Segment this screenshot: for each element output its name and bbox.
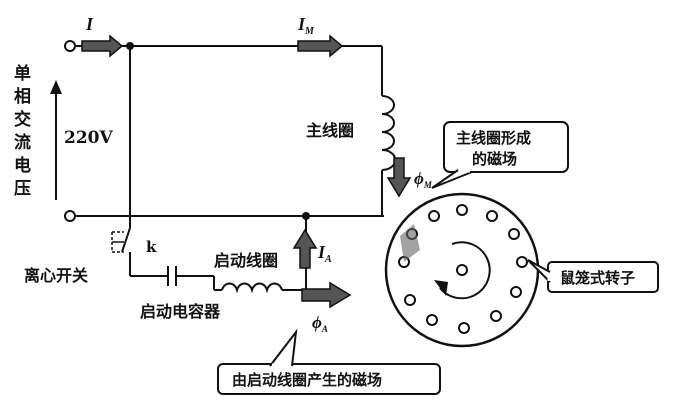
current-arrow-i xyxy=(81,34,124,58)
supply-char-0: 单 xyxy=(14,63,31,84)
callout-start-field: 由启动线圈产生的磁场 xyxy=(217,328,441,395)
current-arrow-im xyxy=(297,34,344,58)
callout-rotor-label: 鼠笼式转子 xyxy=(560,269,635,287)
start-coil-inductor xyxy=(221,282,283,294)
supply-voltage-label: 单 相 交 流 电 压 xyxy=(14,63,31,199)
start-capacitor-symbol xyxy=(167,266,177,286)
callout-main-field-line1: 主线圈形成 xyxy=(456,129,531,147)
supply-char-3: 流 xyxy=(14,132,31,153)
current-label-ia-main: I xyxy=(317,242,326,262)
rotor-bars xyxy=(398,204,528,334)
start-coil-label: 启动线圈 xyxy=(214,251,278,270)
centrifugal-switch-label: 离心开关 xyxy=(24,266,88,285)
flux-arrow-start xyxy=(301,281,352,309)
flux-label-main-phi: ϕ xyxy=(414,169,424,188)
current-label-im-main: I xyxy=(297,14,306,34)
current-label-ia-sub: A xyxy=(324,254,332,265)
switch-k-label: k xyxy=(146,238,157,256)
supply-char-2: 交 xyxy=(14,109,31,130)
supply-char-1: 相 xyxy=(14,86,31,107)
callout-rotor: 鼠笼式转子 xyxy=(527,259,659,293)
main-coil-inductor xyxy=(381,95,397,171)
flux-label-start-phi: ϕ xyxy=(312,313,322,332)
current-label-ia: IA xyxy=(317,242,332,265)
main-coil-label: 主线圈 xyxy=(306,121,354,140)
squirrel-cage-rotor xyxy=(384,192,540,348)
start-capacitor-label: 启动电容器 xyxy=(140,302,221,321)
supply-char-5: 压 xyxy=(14,179,31,199)
terminal-bottom xyxy=(64,210,76,222)
current-arrow-ia xyxy=(292,228,318,269)
flux-label-main: ϕM xyxy=(414,169,433,190)
current-label-im: IM xyxy=(297,14,315,37)
junction-dot-bottom xyxy=(302,212,310,220)
current-label-i: I xyxy=(85,14,94,34)
centrifugal-switch-symbol xyxy=(111,227,131,253)
flux-arrow-main xyxy=(386,157,412,198)
voltage-arrow-up xyxy=(50,80,62,200)
callout-start-field-label: 由启动线圈产生的磁场 xyxy=(232,371,382,389)
junction-dot-top xyxy=(126,42,134,50)
supply-char-4: 电 xyxy=(14,155,31,176)
callout-main-field: 主线圈形成 的磁场 xyxy=(431,121,569,189)
flux-label-start: ϕA xyxy=(312,313,328,334)
callout-main-field-line2: 的磁场 xyxy=(472,150,517,168)
flux-label-start-sub: A xyxy=(321,324,328,334)
flux-label-main-sub: M xyxy=(423,180,433,190)
terminal-top xyxy=(64,40,76,52)
voltage-value: 220V xyxy=(64,128,113,148)
current-label-im-sub: M xyxy=(304,26,315,37)
